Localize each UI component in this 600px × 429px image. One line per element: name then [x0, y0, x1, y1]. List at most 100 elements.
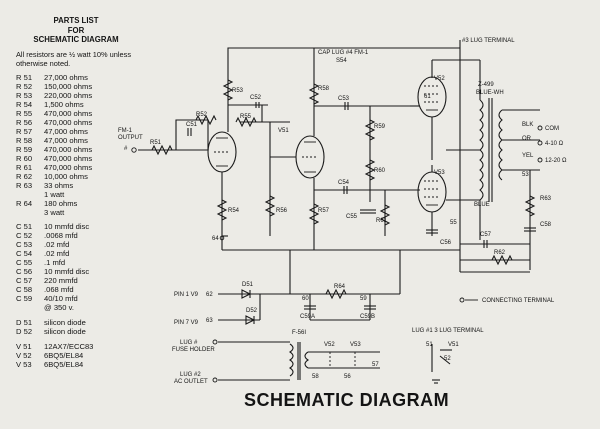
tube-v51b [295, 135, 325, 179]
tube-v52 [417, 76, 447, 118]
label-r52: R52 [196, 112, 208, 118]
parts-list-title: PARTS LIST FOR SCHEMATIC DIAGRAM [33, 16, 119, 45]
label-c58: C58 [540, 222, 552, 228]
part-ref: C 52 [16, 231, 33, 241]
label-v52: V52 [434, 76, 445, 82]
parts-list-item: R 54 1,500 ohms [8, 100, 132, 110]
part-value: 47,000 ohms [44, 126, 88, 136]
label-f56: F-56I [292, 330, 306, 336]
part-value: 470,000 ohms [44, 144, 93, 154]
part-ref: R 58 [16, 135, 33, 145]
label-v51-heater: V51 [448, 342, 459, 348]
schematic-title: SCHEMATIC DIAGRAM [244, 390, 450, 410]
part-value: .02 mfd [44, 249, 70, 259]
parts-list-note: All resistors are ½ watt 10% unless othe… [16, 50, 132, 68]
part-ref: C 56 [16, 267, 33, 277]
part-value: .0068 mfd [44, 231, 78, 241]
lug-terminal-3-label: #3 LUG TERMINAL [462, 38, 515, 44]
part-ref: C 59 [16, 294, 33, 304]
label-s57: 57 [372, 362, 379, 368]
part-ref: C 55 [16, 258, 33, 268]
part-value: 470,000 ohms [44, 162, 93, 172]
part-ref: C 58 [16, 285, 33, 295]
part-ref: C 57 [16, 276, 33, 286]
input-label-1: FM-1 [118, 128, 133, 134]
tube-v53 [417, 171, 447, 213]
label-r55: R55 [240, 114, 252, 120]
label-r60: R60 [374, 168, 386, 174]
label-s55: 55 [450, 220, 457, 226]
part-ref: R 52 [16, 82, 33, 92]
label-c53: C53 [338, 96, 350, 102]
part-ref: R 57 [16, 126, 33, 136]
part-value: .1 mfd [44, 258, 66, 268]
out-4-10: 4-10 Ω [545, 141, 564, 147]
label-v53: V53 [434, 170, 445, 176]
part-value: .02 mfd [44, 240, 70, 250]
label-c51: C51 [186, 122, 198, 128]
label-c56: C56 [440, 240, 452, 246]
label-r64: R64 [334, 284, 346, 290]
part-ref: R 55 [16, 109, 33, 119]
label-s51: 51 [426, 342, 433, 348]
part-value: 6BQ5/EL84 [44, 350, 84, 360]
out-blk: BLK [522, 122, 533, 128]
parts-list-item: C 56 10 mmfd disc [8, 267, 132, 277]
parts-list-item: C 58.068 mfd [8, 285, 132, 295]
label-s56: 56 [344, 374, 351, 380]
part-value: 1,500 ohms [44, 100, 84, 110]
lug-fuse-2: FUSE HOLDER [172, 347, 215, 353]
label-d52: D52 [246, 308, 258, 314]
parts-list-item: C 54.02 mfd [8, 249, 132, 259]
part-ref: R 56 [16, 118, 33, 127]
label-s54: S54 [336, 58, 347, 64]
part-value: 470,000 ohms [44, 118, 93, 127]
label-c59b: C59B [360, 314, 375, 320]
output-transformer [479, 98, 503, 202]
lug-outlet-2: AC OUTLET [174, 379, 208, 385]
part-value: 10 mmfd disc [44, 267, 90, 277]
parts-list-item: C 59 40/10 mfd @ 350 v. [8, 294, 132, 313]
part-ref: R 62 [16, 171, 33, 181]
part-ref: D 51 [16, 318, 33, 328]
label-r57: R57 [318, 208, 330, 214]
part-value: 12AX7/ECC83 [44, 341, 94, 351]
label-s61: 61 [424, 94, 431, 100]
lug-1-label: LUG #1 3 LUG TERMINAL [412, 328, 484, 334]
label-v52-heater: V52 [324, 342, 335, 348]
label-r58: R58 [318, 86, 330, 92]
out-com: COM [545, 126, 559, 132]
part-value: 150,000 ohms [44, 82, 93, 92]
label-r59: R59 [374, 124, 386, 130]
label-s63: 63 [206, 318, 213, 324]
cap-lug-label: CAP LUG #4 FM-1 [318, 50, 369, 56]
part-ref: R 60 [16, 153, 33, 163]
parts-list-item: R 56 470,000 ohms [8, 118, 132, 128]
label-s59: 59 [360, 296, 367, 302]
parts-list-item: R 55 470,000 ohms [8, 109, 132, 119]
part-value: 40/10 mfd @ 350 v. [44, 294, 78, 313]
part-ref: C 53 [16, 240, 33, 250]
parts-list-item: R 52 150,000 ohms [8, 82, 132, 92]
label-c55: C55 [346, 214, 358, 220]
part-value: 180 ohms 3 watt [44, 198, 78, 217]
part-value: 33 ohms 1 watt [44, 180, 74, 199]
connecting-terminal-label: CONNECTING TERMINAL [482, 298, 555, 304]
label-r63: R63 [540, 196, 552, 202]
lug-fuse-1: LUG # [180, 340, 198, 346]
transformer-label: Z-499 [478, 82, 494, 88]
part-value: 470,000 ohms [44, 109, 93, 119]
part-ref: R 54 [16, 100, 33, 110]
